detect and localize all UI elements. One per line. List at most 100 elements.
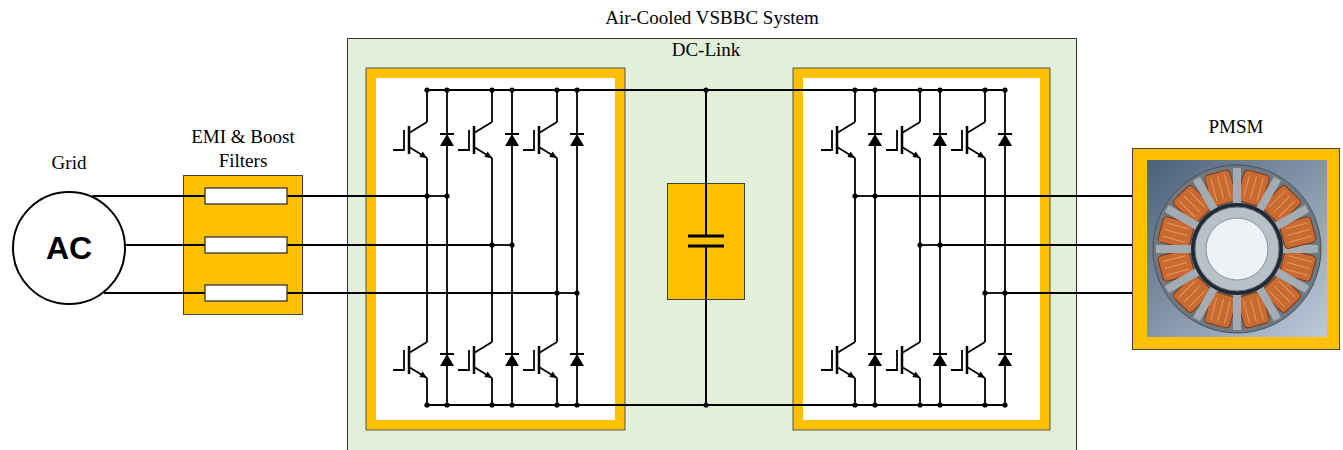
igbt-gate — [951, 350, 962, 370]
wire-connector — [104, 292, 183, 294]
junction-dot — [574, 290, 579, 295]
igbt-arrow — [419, 372, 427, 378]
diode-wire — [874, 90, 876, 405]
dc-rail — [427, 90, 1005, 405]
motor-output-wire — [1005, 292, 1077, 294]
igbt-gate — [458, 350, 469, 370]
wire-connector — [126, 244, 183, 246]
node-label: AC — [46, 230, 92, 266]
stator-tooth — [1193, 177, 1218, 212]
bridge-housing-outline — [793, 68, 1050, 430]
junction-dot — [1002, 402, 1007, 407]
junction-dot — [872, 87, 877, 92]
igbt-base — [408, 126, 411, 154]
igbt-arrow — [847, 372, 855, 378]
igbt-arrow — [484, 372, 492, 378]
leg-midpoint-wire — [557, 292, 577, 294]
igbt-base — [408, 346, 411, 374]
igbt-gate — [886, 130, 897, 150]
motor-box: PMSM — [1132, 148, 1340, 350]
junction-dot — [917, 402, 922, 407]
leg-wire — [984, 90, 986, 405]
igbt-collector — [474, 122, 492, 133]
stator-tooth — [1233, 168, 1241, 204]
igbt-gate — [821, 350, 832, 370]
igbt-emitter — [409, 147, 427, 158]
junction-dot — [424, 87, 429, 92]
wire-connector — [1077, 195, 1132, 197]
coil-winding — [1163, 256, 1189, 275]
diode-triangle — [505, 134, 519, 146]
igbt-collector — [539, 122, 557, 133]
igbt-arrow — [484, 152, 492, 158]
motor-illustration — [1133, 149, 1339, 349]
junction-dot — [444, 193, 449, 198]
diode-triangle — [933, 134, 947, 146]
diode-wire — [1004, 90, 1006, 405]
igbt-arrow — [549, 372, 557, 378]
igbt-collector — [967, 342, 985, 353]
igbt-base — [473, 346, 476, 374]
heading-holder: Air-Cooled VSBBC System — [605, 6, 819, 30]
junction-dot — [872, 193, 877, 198]
igbt-arrow — [549, 152, 557, 158]
igbt-base — [901, 346, 904, 374]
igbt-emitter — [967, 147, 985, 158]
igbt-collector — [409, 342, 427, 353]
stator-tooth — [1165, 205, 1200, 230]
diode-triangle — [933, 354, 947, 366]
junction-dot — [852, 402, 857, 407]
motor-cross-section — [1153, 165, 1321, 333]
junction-dot — [554, 290, 559, 295]
ac-input-wire — [347, 244, 492, 246]
node-heading: EMI & Boost Filters — [173, 125, 313, 173]
igbt-collector — [539, 342, 557, 353]
ac-input-wire — [347, 292, 557, 294]
diode-wire — [576, 90, 578, 405]
diode-triangle — [998, 134, 1012, 146]
wire-connector — [92, 195, 183, 197]
junction-dot — [509, 402, 514, 407]
leg-wire — [854, 90, 856, 405]
junction-dot — [872, 402, 877, 407]
diode-triangle — [998, 354, 1012, 366]
igbt-gate — [951, 130, 962, 150]
coil-winding — [1285, 223, 1311, 242]
coil-winding — [1285, 256, 1311, 275]
junction-dot — [703, 402, 708, 407]
igbt-emitter — [539, 147, 557, 158]
igbt-emitter — [409, 367, 427, 378]
filter-box: EMI & Boost Filters — [183, 175, 303, 315]
igbt-emitter — [837, 147, 855, 158]
igbt-emitter — [474, 147, 492, 158]
diode-triangle — [570, 354, 584, 366]
junction-dot — [1002, 290, 1007, 295]
coil-winding — [1211, 175, 1230, 201]
converter-drawing — [347, 68, 1077, 430]
junction-dot — [489, 242, 494, 247]
igbt-gate — [523, 130, 534, 150]
diode-triangle — [440, 134, 454, 146]
filter-drawing — [183, 188, 303, 301]
wire-connector — [303, 244, 347, 246]
junction-dot — [937, 242, 942, 247]
stator-yoke — [1153, 165, 1321, 333]
diode-triangle — [868, 354, 882, 366]
junction-dot — [982, 402, 987, 407]
junction-dot — [852, 193, 857, 198]
junction-dot — [554, 87, 559, 92]
junction-dot — [982, 87, 987, 92]
capacitor-symbol — [668, 184, 744, 299]
diode-triangle — [570, 134, 584, 146]
heading-holder: Grid — [52, 151, 87, 175]
bridge-housing-outline — [366, 68, 625, 430]
igbt-base — [538, 126, 541, 154]
filter-element — [205, 188, 287, 204]
igbt-gate — [393, 350, 404, 370]
junction-dot — [444, 402, 449, 407]
heading-holder: EMI & Boost Filters — [173, 125, 313, 173]
junction-dot — [574, 87, 579, 92]
wire-connector — [1077, 292, 1132, 294]
igbt-arrow — [977, 152, 985, 158]
